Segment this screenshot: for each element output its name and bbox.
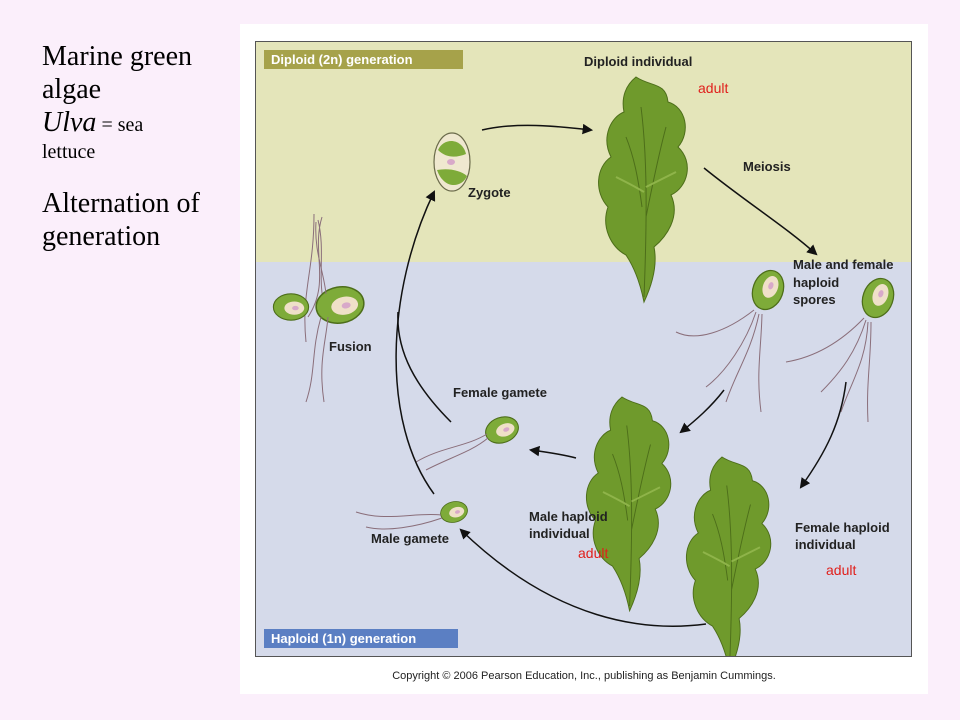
diploid-individual-label: Diploid individual [584, 54, 693, 69]
arrow-female-gamete-to-fusion [397, 311, 452, 423]
male-gamete-label: Male gamete [371, 531, 450, 546]
female-haploid-line-2: individual [795, 537, 856, 552]
zygote-label: Zygote [468, 185, 511, 200]
diploid-band [256, 42, 911, 262]
genus-name: Ulva [42, 107, 97, 138]
adult-annotation-male: adult [578, 545, 609, 561]
arrow-zygote-to-diploid [481, 123, 594, 135]
spore-1-image [675, 265, 790, 413]
male-haploid-line-1: Male haploid [529, 509, 608, 524]
haploid-band [256, 262, 911, 656]
female-gamete-label: Female gamete [453, 385, 547, 400]
diploid-generation-tag: Diploid (2n) generation [264, 50, 463, 69]
haploid-generation-tag: Haploid (1n) generation [264, 629, 458, 648]
cycle-artwork [272, 76, 900, 656]
spores-label-line-1: Male and female [793, 257, 894, 272]
arrow-male-individual-to-female-gamete [528, 445, 577, 459]
common-name-part: = sea [96, 114, 144, 136]
title-line-4: lettuce [42, 141, 96, 163]
adult-annotation-diploid: adult [698, 80, 729, 96]
arrow-spore-to-male [679, 389, 725, 434]
arrow-spore-to-female [799, 381, 847, 489]
fusion-image [272, 213, 368, 403]
arrow-meiosis [703, 167, 818, 256]
subtitle-line-1: Alternation of [42, 188, 200, 219]
title-line-2: algae [42, 74, 102, 105]
arrow-female-individual-to-male-gamete [459, 528, 707, 627]
life-cycle-diagram: Diploid (2n) generation Haploid (1n) gen… [255, 41, 912, 657]
spores-label-line-2: haploid [793, 275, 840, 290]
fusion-label: Fusion [329, 339, 372, 354]
meiosis-label: Meiosis [743, 159, 791, 174]
subtitle-line-2: generation [42, 221, 161, 252]
left-text-panel: Marine green algae Ulva = sea lettuce Al… [42, 40, 232, 253]
zygote-image [433, 132, 471, 192]
female-haploid-line-1: Female haploid [795, 520, 890, 535]
female-haploid-image [685, 456, 772, 656]
male-gamete-image [355, 498, 471, 530]
arrow-male-gamete-to-zygote [395, 190, 436, 495]
spores-label-line-3: spores [793, 292, 836, 307]
diploid-individual-image [597, 76, 689, 303]
title-line-3: Ulva = sea [42, 106, 232, 139]
title-line-1: Marine green [42, 41, 193, 72]
adult-annotation-female: adult [826, 562, 857, 578]
male-haploid-line-2: individual [529, 526, 590, 541]
copyright-notice: Copyright © 2006 Pearson Education, Inc.… [392, 670, 776, 682]
figure-card: Diploid (2n) generation Haploid (1n) gen… [240, 24, 928, 694]
female-gamete-image [415, 411, 523, 471]
male-haploid-image [585, 396, 672, 612]
spore-2-image [785, 273, 900, 423]
